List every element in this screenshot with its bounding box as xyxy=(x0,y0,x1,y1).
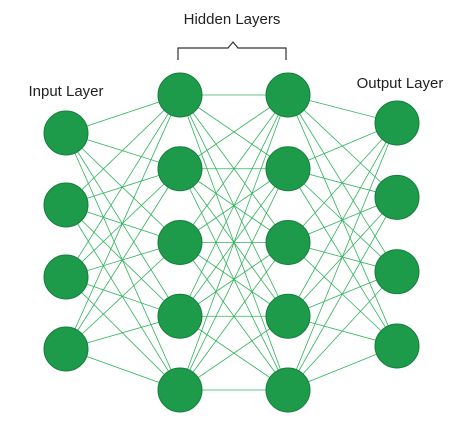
input-node-1 xyxy=(43,110,89,156)
input-node-4 xyxy=(43,326,89,372)
connection-hidden2-5-to-output-3 xyxy=(287,271,398,391)
connection-hidden1-5-to-hidden2-2 xyxy=(179,168,289,391)
connection-hidden1-4-to-hidden2-1 xyxy=(179,94,289,317)
output-node-3 xyxy=(374,249,420,295)
output-node-2 xyxy=(374,174,420,220)
connection-hidden1-3-to-hidden2-1 xyxy=(179,94,289,243)
hidden1-node-2 xyxy=(157,146,203,192)
input-node-3 xyxy=(43,254,89,300)
hidden-layers-bracket xyxy=(177,41,287,60)
hidden1-node-5 xyxy=(157,367,203,413)
connection-hidden2-5-to-output-1 xyxy=(287,122,398,391)
connections-group xyxy=(65,94,398,391)
connection-input-2-to-hidden1-1 xyxy=(65,94,181,206)
output-layer-label: Output Layer xyxy=(357,75,444,92)
hidden1-node-4 xyxy=(157,293,203,339)
connection-input-4-to-hidden1-2 xyxy=(65,168,181,350)
connection-hidden2-5-to-output-2 xyxy=(287,197,398,391)
connection-input-1-to-hidden1-5 xyxy=(65,132,181,391)
output-node-4 xyxy=(374,323,420,369)
connection-input-4-to-hidden1-1 xyxy=(65,94,181,350)
input-node-2 xyxy=(43,182,89,228)
connection-input-3-to-hidden1-5 xyxy=(65,276,181,391)
connection-input-3-to-hidden1-1 xyxy=(65,94,181,278)
hidden2-node-2 xyxy=(265,146,311,192)
connection-hidden2-4-to-output-1 xyxy=(287,122,398,317)
hidden2-node-5 xyxy=(265,367,311,413)
connection-input-2-to-hidden1-4 xyxy=(65,204,181,317)
connection-input-2-to-hidden1-5 xyxy=(65,204,181,391)
hidden2-node-1 xyxy=(265,72,311,118)
connection-hidden2-3-to-output-1 xyxy=(287,122,398,243)
hidden2-node-4 xyxy=(265,293,311,339)
hidden2-node-3 xyxy=(265,220,311,265)
hidden1-node-3 xyxy=(157,220,203,265)
output-node-1 xyxy=(374,100,420,146)
hidden1-node-1 xyxy=(157,72,203,118)
connection-hidden1-5-to-hidden2-3 xyxy=(179,242,289,391)
hidden-layers-label: Hidden Layers xyxy=(184,11,281,28)
connection-hidden1-5-to-hidden2-1 xyxy=(179,94,289,391)
input-layer-label: Input Layer xyxy=(28,83,103,100)
nodes-group xyxy=(43,72,420,413)
connection-input-1-to-hidden1-4 xyxy=(65,132,181,317)
connection-input-4-to-hidden1-3 xyxy=(65,242,181,350)
connection-input-1-to-hidden1-3 xyxy=(65,132,181,243)
